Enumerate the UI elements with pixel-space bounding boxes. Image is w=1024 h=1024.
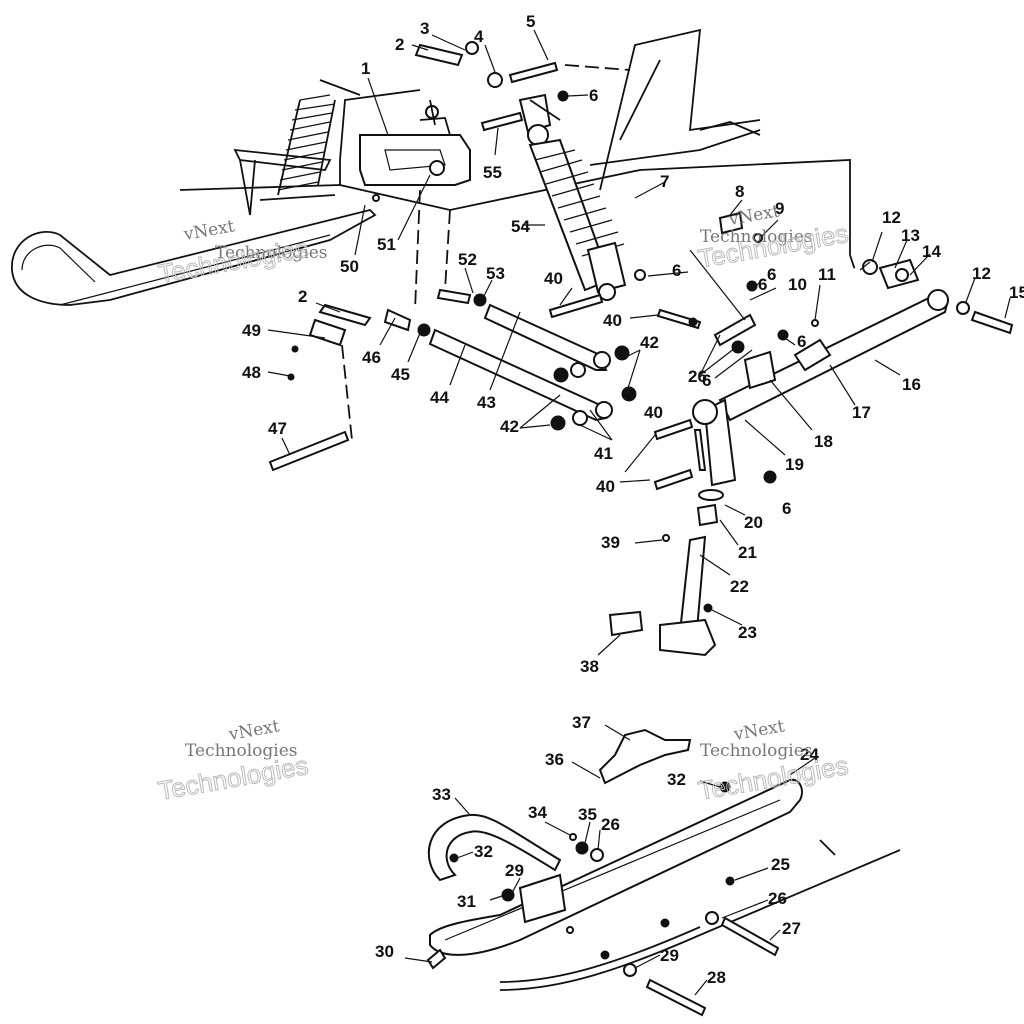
callout-6e: 6	[702, 371, 711, 390]
callout-36: 36	[545, 750, 564, 769]
callout-44: 44	[430, 388, 449, 407]
svg-text:Technologies: Technologies	[185, 741, 298, 761]
callout-25: 25	[771, 855, 790, 874]
callout-51: 51	[377, 235, 396, 254]
svg-text:vNext: vNext	[181, 216, 236, 245]
svg-text:Technologies: Technologies	[156, 233, 311, 289]
callout-2: 2	[395, 35, 404, 54]
callout-50: 50	[340, 257, 359, 276]
callout-40b: 40	[603, 311, 622, 330]
leader-lines	[267, 29, 1011, 996]
callout-54: 54	[511, 217, 530, 236]
callout-9: 9	[775, 199, 784, 218]
callout-23: 23	[738, 623, 757, 642]
callout-13: 13	[901, 226, 920, 245]
shock-mount-bracket	[359, 99, 471, 186]
callout-7: 7	[660, 172, 669, 191]
svg-text:Technologies: Technologies	[215, 243, 328, 263]
ski-hardware	[426, 781, 780, 1017]
callout-4: 4	[474, 27, 484, 46]
callout-16: 16	[902, 375, 921, 394]
callout-15: 15	[1009, 283, 1024, 302]
left-ski-assembly	[11, 79, 377, 306]
suspension-arms	[383, 303, 637, 431]
callout-28: 28	[707, 968, 726, 987]
callout-26c: 26	[768, 889, 787, 908]
callout-33: 33	[432, 785, 451, 804]
callout-55: 55	[483, 163, 502, 182]
callout-43: 43	[477, 393, 496, 412]
callout-42a: 42	[640, 333, 659, 352]
callout-27: 27	[782, 919, 801, 938]
callout-12a: 12	[882, 208, 901, 227]
callout-8: 8	[735, 182, 744, 201]
svg-text:Technologies: Technologies	[700, 227, 813, 247]
callout-11: 11	[818, 265, 836, 284]
callout-6d: 6	[797, 332, 806, 351]
callout-17: 17	[852, 403, 871, 422]
chassis-frame	[339, 28, 851, 255]
watermark-bottom-left: vNext Technologies Technologies	[155, 716, 311, 806]
callout-35: 35	[578, 805, 597, 824]
callout-34: 34	[528, 803, 547, 822]
callout-6a: 6	[589, 86, 598, 105]
callout-labels: 1 2 3 4 5 6 6 6 6 6 6 6 7 8 9 10 11 12 1…	[242, 12, 1024, 987]
callout-41: 41	[594, 444, 613, 463]
callout-12b: 12	[972, 264, 991, 283]
callout-24: 24	[800, 745, 819, 764]
callout-31: 31	[457, 892, 476, 911]
callout-22: 22	[730, 577, 749, 596]
callout-53: 53	[486, 264, 505, 283]
callout-32b: 32	[474, 842, 493, 861]
callout-6g: 6	[758, 275, 767, 294]
callout-2b: 2	[298, 287, 307, 306]
callout-40d: 40	[644, 403, 663, 422]
callout-32a: 32	[667, 770, 686, 789]
callout-40c: 40	[596, 477, 615, 496]
callout-40a: 40	[544, 269, 563, 288]
callout-26a: 26	[688, 367, 707, 386]
callout-20: 20	[744, 513, 763, 532]
callout-6f: 6	[782, 499, 791, 518]
callout-46: 46	[362, 348, 381, 367]
callout-26b: 26	[601, 815, 620, 834]
callout-42b: 42	[500, 417, 519, 436]
callout-6c: 6	[767, 265, 776, 284]
callout-19: 19	[785, 455, 804, 474]
spindle-assembly	[608, 280, 819, 657]
watermark-bottom-right: vNext Technologies Technologies	[695, 716, 851, 806]
callout-30: 30	[375, 942, 394, 961]
callout-29b: 29	[660, 946, 679, 965]
callout-10: 10	[788, 275, 807, 294]
callout-6b: 6	[672, 261, 681, 280]
callout-14: 14	[922, 242, 941, 261]
callout-48: 48	[242, 363, 261, 382]
callout-52: 52	[458, 250, 477, 269]
callout-38: 38	[580, 657, 599, 676]
callout-1: 1	[361, 59, 370, 78]
callout-37: 37	[572, 713, 591, 732]
callout-49: 49	[242, 321, 261, 340]
watermark-top-right: vNext Technologies Technologies	[695, 201, 851, 274]
callout-45: 45	[391, 365, 410, 384]
shock-absorber	[518, 93, 627, 301]
callout-47: 47	[268, 419, 287, 438]
callout-21: 21	[738, 543, 757, 562]
alignment-lines	[341, 189, 856, 441]
ski-assembly	[427, 728, 901, 991]
callout-5: 5	[526, 12, 535, 31]
callout-3: 3	[420, 19, 429, 38]
callout-39: 39	[601, 533, 620, 552]
callout-29a: 29	[505, 861, 524, 880]
hardware-bolts	[268, 41, 763, 491]
svg-text:Technologies: Technologies	[700, 741, 813, 761]
callout-18: 18	[814, 432, 833, 451]
